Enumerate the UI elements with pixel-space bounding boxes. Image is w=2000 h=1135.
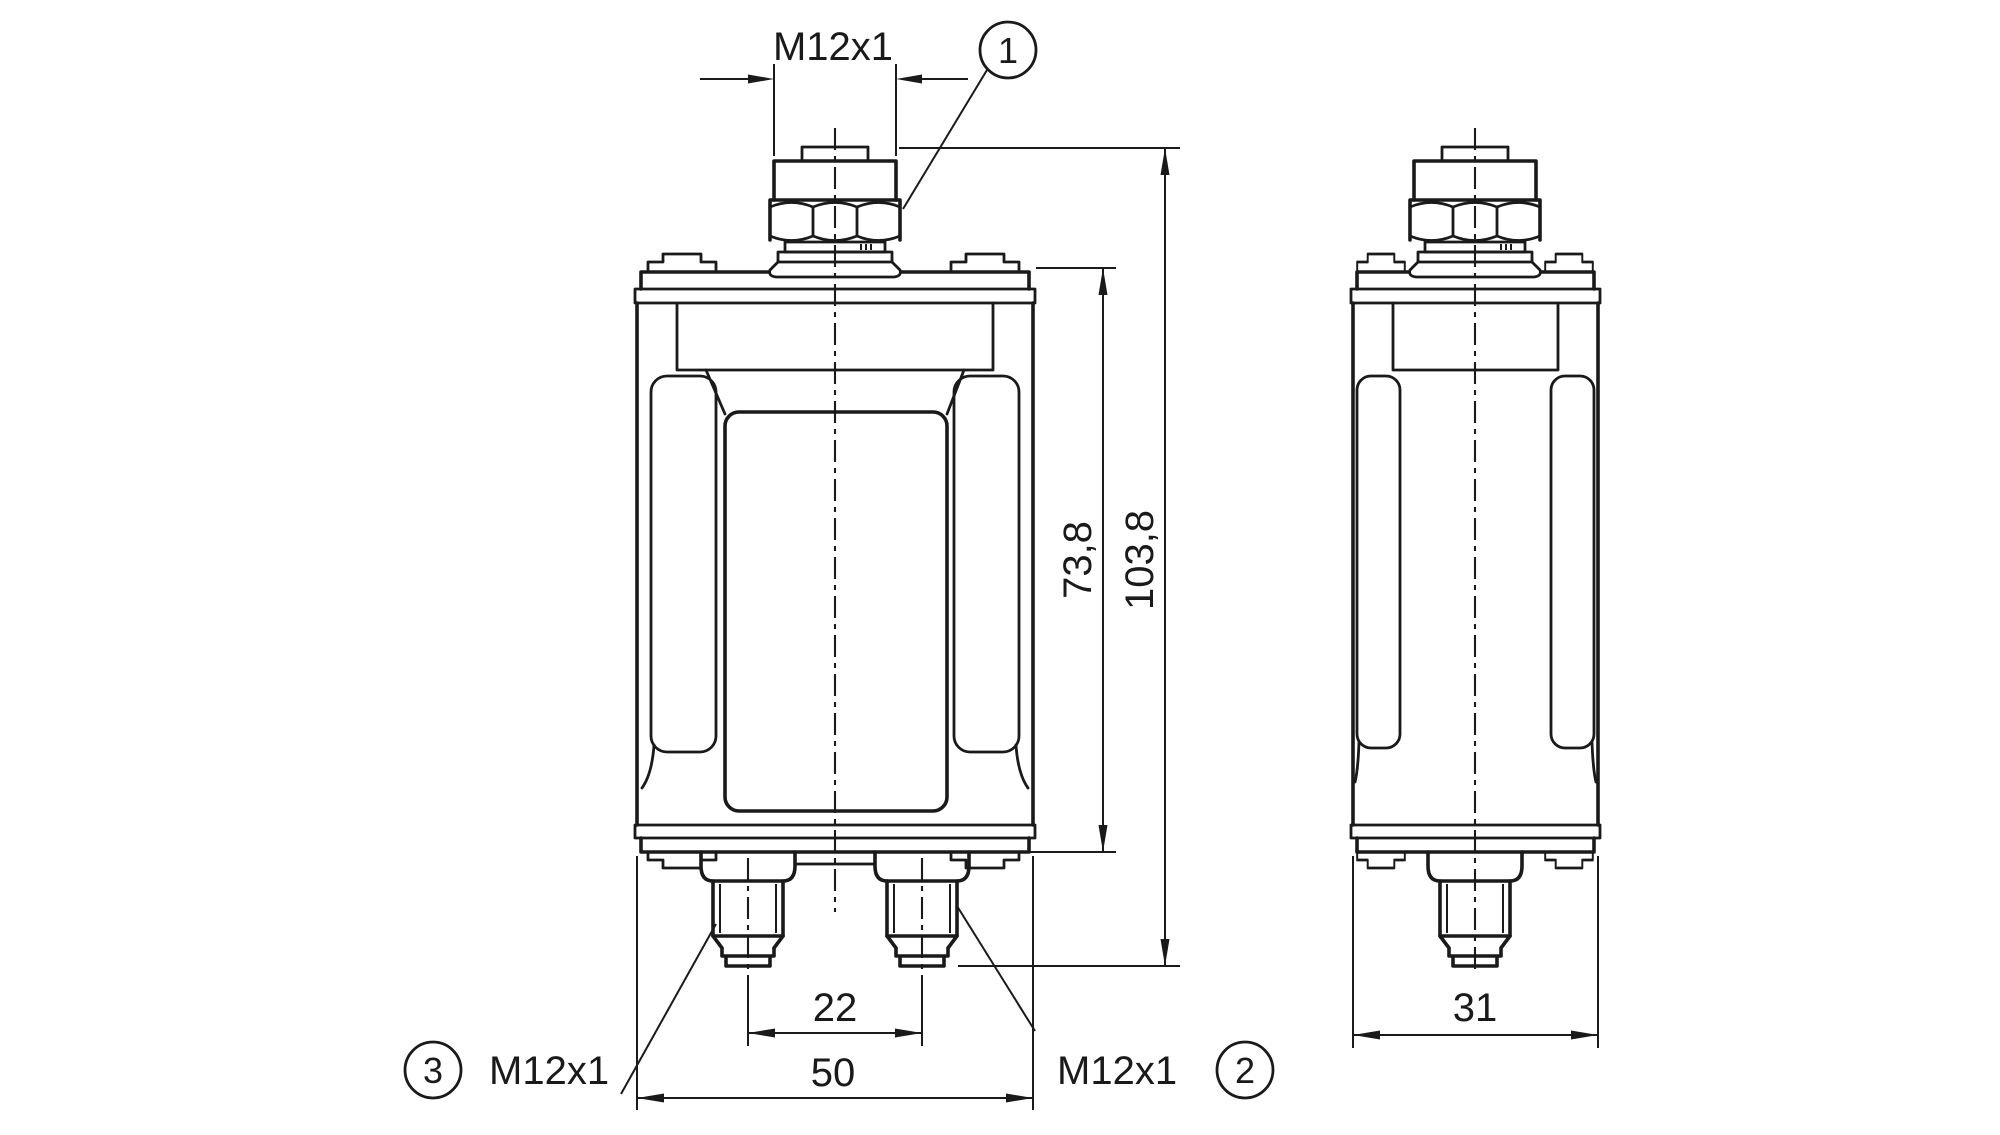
- dim-housing-width-label: 50: [811, 1051, 856, 1095]
- callout-3-number: 3: [423, 1050, 443, 1091]
- callout-3-label: M12x1: [489, 1049, 609, 1093]
- side-housing-contours: [1353, 301, 1598, 784]
- callout-1: 1: [902, 20, 1038, 210]
- callout-2-balloon: [1215, 1040, 1275, 1100]
- callout-2: M12x1 2: [956, 905, 1275, 1100]
- callout-1-balloon: [978, 20, 1038, 80]
- front-left-grip: [649, 374, 718, 754]
- dimension-housing-width: 50: [636, 856, 1034, 1110]
- dim-port-spacing-label: 22: [813, 986, 858, 1030]
- dim-housing-depth-label: 31: [1453, 986, 1498, 1030]
- front-housing-contours: [640, 301, 1030, 866]
- side-housing-outline: [1349, 270, 1602, 854]
- dimension-port-spacing: 22: [747, 975, 923, 1046]
- front-view: [633, 128, 1037, 975]
- callout-1-number: 1: [998, 30, 1018, 71]
- callout-1-leader: [902, 69, 988, 210]
- side-right-grip: [1549, 374, 1596, 750]
- dim-housing-height-label: 73,8: [1056, 521, 1100, 599]
- front-right-grip: [952, 374, 1021, 754]
- dimension-top-thread: M12x1: [700, 25, 968, 156]
- dimension-housing-depth: 31: [1352, 856, 1599, 1048]
- callout-2-number: 2: [1235, 1050, 1255, 1091]
- side-left-grip: [1355, 374, 1402, 750]
- front-label-panel: [723, 410, 949, 813]
- dimension-housing-height: 73,8: [1024, 267, 1116, 853]
- side-view: [1349, 128, 1602, 975]
- callout-3-balloon: [403, 1040, 463, 1100]
- callout-2-label: M12x1: [1057, 1049, 1177, 1093]
- callout-3-leader: [620, 923, 717, 1095]
- dim-total-height-label: 103,8: [1118, 510, 1162, 610]
- callout-3: 3 M12x1: [403, 923, 717, 1100]
- callout-2-leader: [956, 905, 1036, 1032]
- dim-top-thread-label: M12x1: [773, 25, 893, 69]
- front-housing-outline: [633, 270, 1037, 854]
